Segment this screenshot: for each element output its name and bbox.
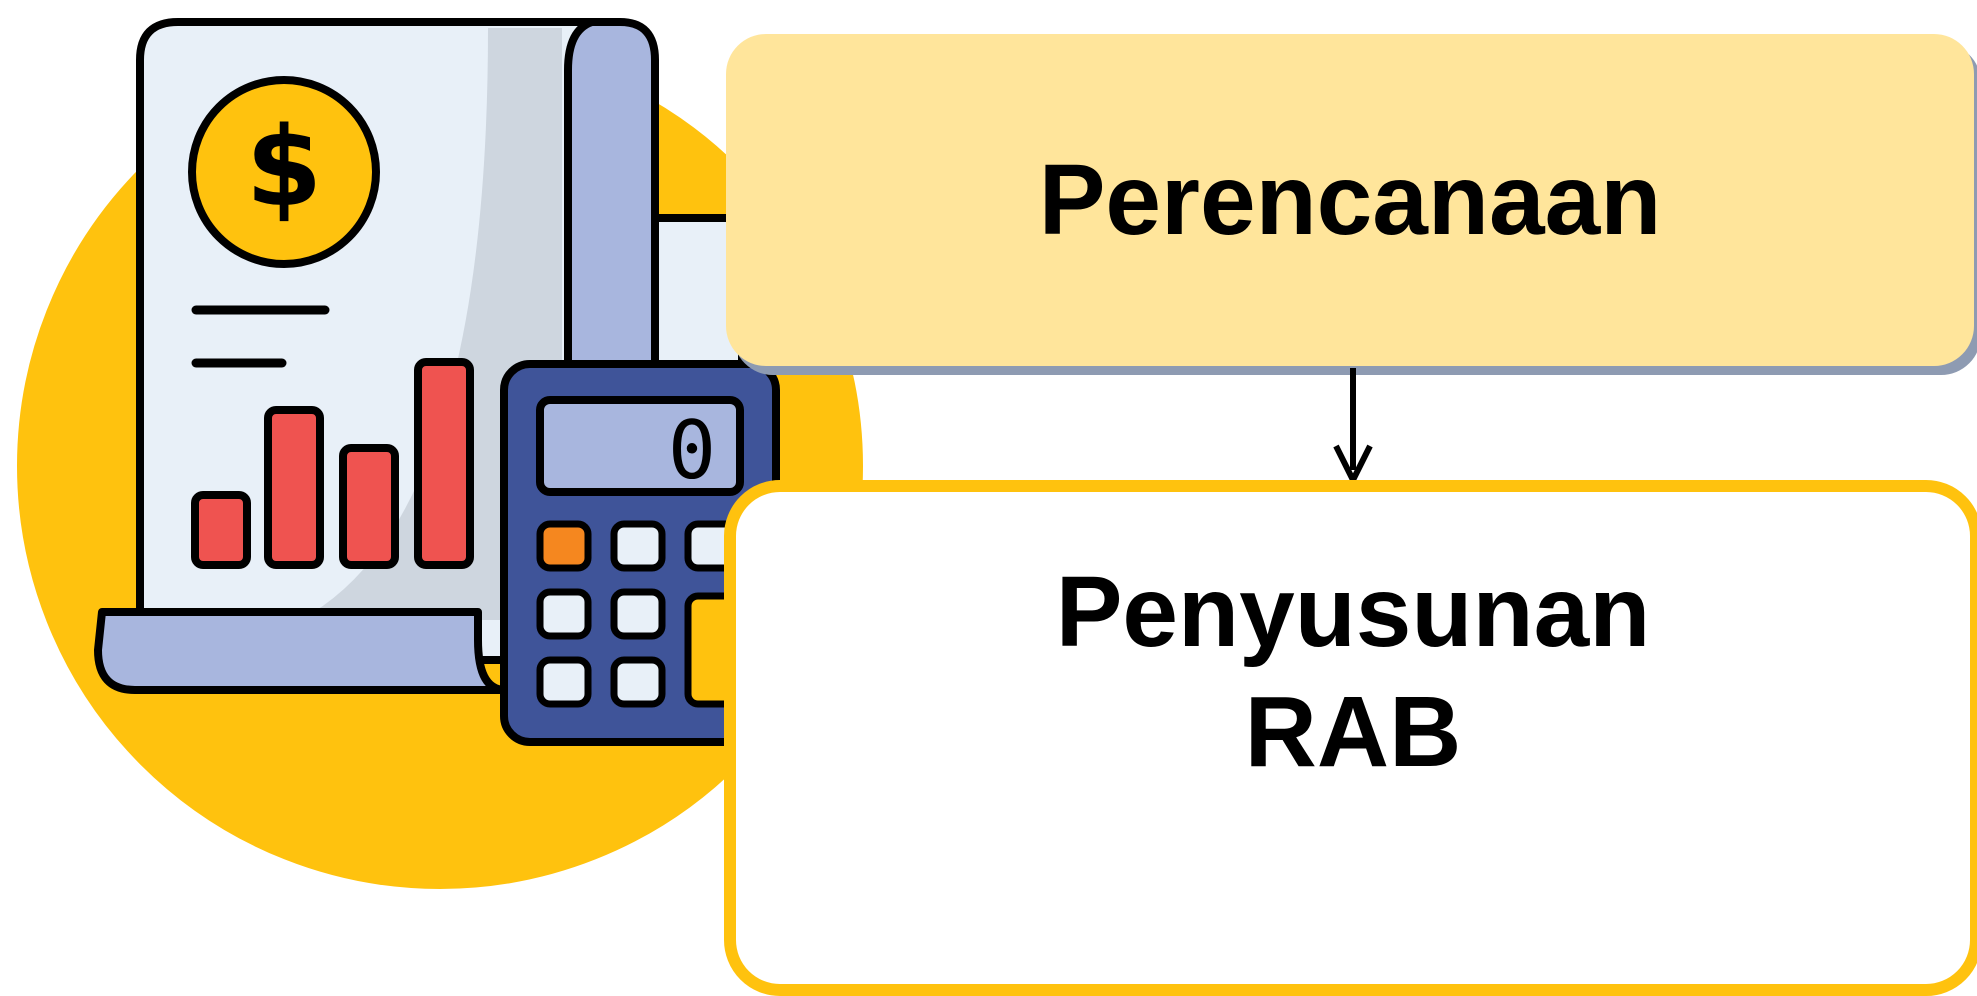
step-perencanaan: Perencanaan — [726, 34, 1974, 366]
calculator-key — [536, 656, 592, 708]
calculator-display-value: 0 — [668, 404, 716, 497]
calculator-key — [536, 520, 592, 572]
calculator-display — [536, 396, 744, 496]
bar-chart-icon — [191, 358, 474, 569]
step-penyusunan-rab: Penyusunan RAB — [724, 480, 1977, 996]
calculator-key — [610, 520, 666, 572]
budget-report-icon: $ 0 — [13, 18, 867, 893]
calculator-key — [610, 656, 666, 708]
step-label-line1: Penyusunan — [1055, 556, 1651, 668]
dollar-symbol: $ — [246, 103, 323, 231]
step-label: Penyusunan RAB — [1056, 552, 1651, 792]
chart-bar — [264, 406, 324, 569]
chart-bar — [191, 491, 251, 569]
calculator-key — [536, 588, 592, 640]
step-label: Perencanaan — [1038, 144, 1662, 256]
scroll-bottom — [94, 608, 509, 694]
calculator-icon: 0 — [500, 360, 780, 746]
chart-bar — [339, 444, 399, 569]
calculator-key — [610, 588, 666, 640]
paper-shading — [300, 28, 562, 620]
dollar-coin-icon: $ — [188, 76, 380, 268]
step-label-line2: RAB — [1244, 676, 1462, 788]
chart-bar — [414, 358, 474, 569]
